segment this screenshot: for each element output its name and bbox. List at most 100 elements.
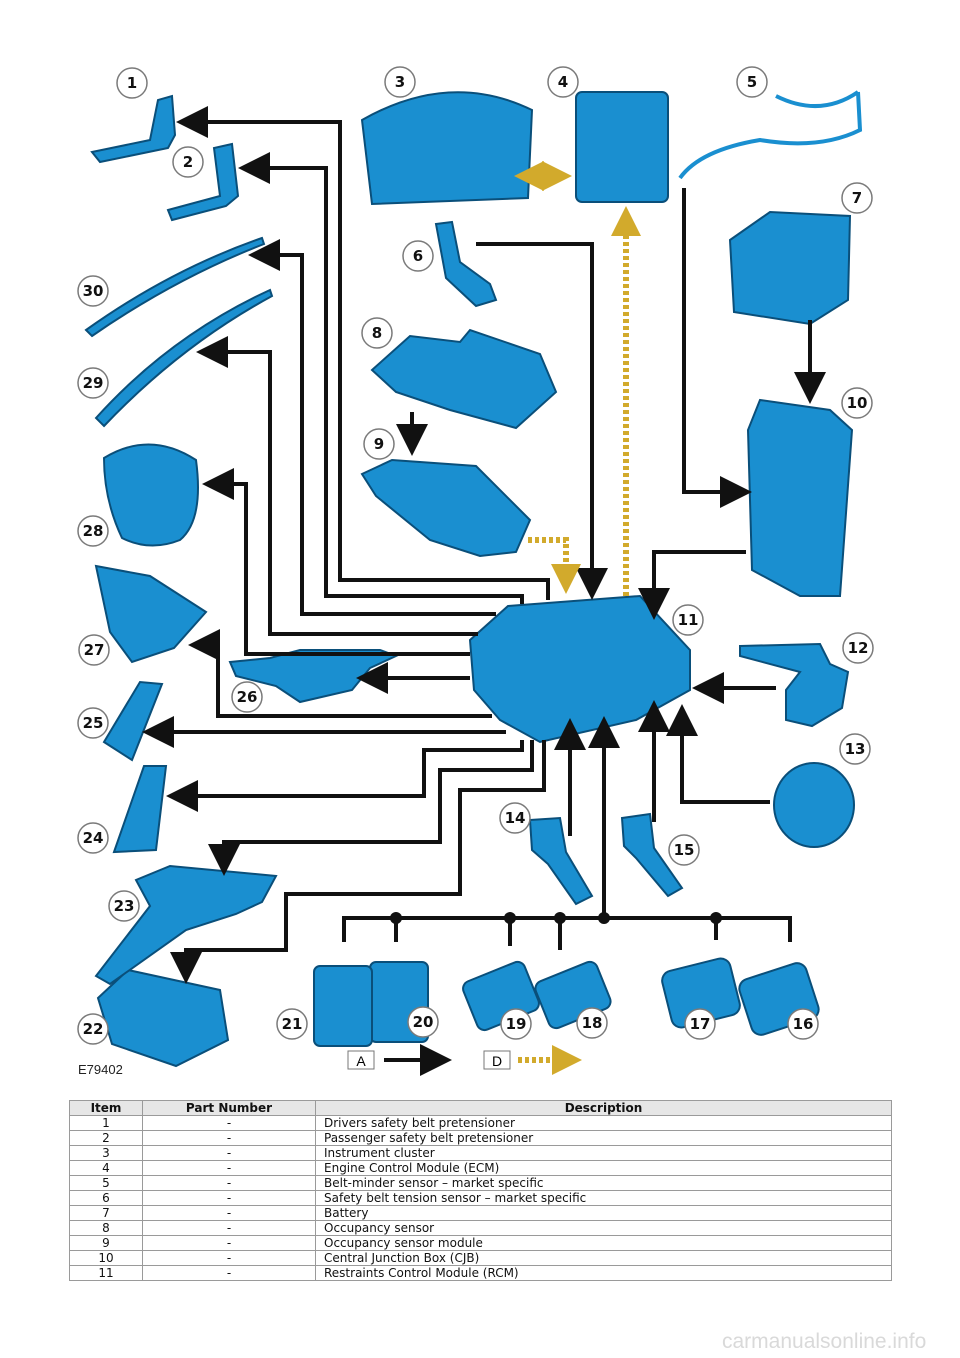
cell-part-number: -	[142, 1250, 316, 1266]
cell-part-number: -	[142, 1220, 316, 1236]
callout-20: 20	[407, 1006, 439, 1038]
callout-22: 22	[77, 1013, 109, 1045]
svg-text:15: 15	[674, 841, 695, 859]
cell-part-number: -	[142, 1115, 316, 1131]
belt-tension-sensor-illustration	[434, 220, 498, 308]
drivers-pretensioner-illustration	[90, 94, 177, 164]
svg-text:16: 16	[793, 1015, 814, 1033]
svg-text:17: 17	[690, 1015, 711, 1033]
cell-part-number: -	[142, 1190, 316, 1206]
wire-30	[248, 239, 496, 616]
table-row: 8-Occupancy sensor	[69, 1220, 892, 1236]
svg-text:28: 28	[83, 522, 104, 540]
wire-29	[196, 336, 478, 636]
callout-8: 8	[361, 317, 393, 349]
callout-2: 2	[172, 146, 204, 178]
callout-27: 27	[78, 634, 110, 666]
cell-description: Belt-minder sensor – market specific	[315, 1175, 892, 1191]
callout-14: 14	[499, 802, 531, 834]
svg-text:23: 23	[114, 897, 135, 915]
svg-text:8: 8	[372, 324, 382, 342]
svg-text:3: 3	[395, 73, 405, 91]
callout-18: 18	[576, 1007, 608, 1039]
junction-dot	[554, 912, 566, 924]
svg-text:9: 9	[374, 435, 384, 453]
svg-text:2: 2	[183, 153, 193, 171]
svg-text:7: 7	[852, 189, 862, 207]
header-description: Description	[315, 1100, 892, 1116]
component-24-illustration	[112, 765, 168, 854]
callout-3: 3	[384, 66, 416, 98]
callout-13: 13	[839, 733, 871, 765]
table-row: 7-Battery	[69, 1205, 892, 1221]
cell-item: 7	[69, 1205, 143, 1221]
component-15-illustration	[620, 812, 684, 898]
cell-description: Occupancy sensor	[315, 1220, 892, 1236]
cell-description: Occupancy sensor module	[315, 1235, 892, 1251]
svg-text:10: 10	[847, 394, 868, 412]
table-row: 1-Drivers safety belt pretensioner	[69, 1115, 892, 1131]
cell-description: Engine Control Module (ECM)	[315, 1160, 892, 1176]
svg-text:19: 19	[506, 1015, 527, 1033]
cell-part-number: -	[142, 1265, 316, 1281]
callout-15: 15	[668, 834, 700, 866]
svg-text:14: 14	[505, 809, 526, 827]
callout-29: 29	[77, 367, 109, 399]
legend-d-label: D	[492, 1053, 502, 1069]
cell-item: 8	[69, 1220, 143, 1236]
svg-text:6: 6	[413, 247, 423, 265]
figure-id: E79402	[78, 1062, 123, 1077]
wire-24	[166, 740, 524, 812]
table-header-row: Item Part Number Description	[69, 1100, 892, 1116]
component-13-illustration	[773, 762, 855, 848]
table-row: 4-Engine Control Module (ECM)	[69, 1160, 892, 1176]
cell-description: Restraints Control Module (RCM)	[315, 1265, 892, 1281]
cell-description: Passenger safety belt pretensioner	[315, 1130, 892, 1146]
watermark: carmanualsonline.info	[722, 1330, 927, 1353]
component-29-illustration	[94, 288, 274, 428]
callout-21: 21	[276, 1008, 308, 1040]
table-row: 3-Instrument cluster	[69, 1145, 892, 1161]
junction-dot	[710, 912, 722, 924]
wire-27	[188, 629, 492, 718]
sensor-bus-line	[342, 916, 792, 950]
rcm-illustration	[468, 594, 691, 744]
component-21-illustration	[313, 965, 373, 1047]
svg-text:5: 5	[747, 73, 757, 91]
table-row: 11-Restraints Control Module (RCM)	[69, 1265, 892, 1281]
wire-1	[176, 106, 550, 600]
cell-item: 5	[69, 1175, 143, 1191]
callout-28: 28	[77, 515, 109, 547]
cell-part-number: -	[142, 1175, 316, 1191]
wire-23	[208, 740, 534, 876]
cell-item: 11	[69, 1265, 143, 1281]
junction-dot	[504, 912, 516, 924]
cell-part-number: -	[142, 1235, 316, 1251]
wire-6	[476, 242, 608, 600]
svg-text:24: 24	[83, 829, 104, 847]
callout-5: 5	[736, 66, 768, 98]
header-item: Item	[69, 1100, 143, 1116]
cell-part-number: -	[142, 1130, 316, 1146]
callout-7: 7	[841, 182, 873, 214]
callout-10: 10	[841, 387, 873, 419]
callout-1: 1	[116, 67, 148, 99]
cjb-illustration	[746, 398, 854, 597]
junction-dot	[598, 912, 610, 924]
callout-4: 4	[547, 66, 579, 98]
wire-28	[202, 468, 470, 656]
cell-part-number: -	[142, 1160, 316, 1176]
svg-text:1: 1	[127, 74, 137, 92]
legend-a-label: A	[356, 1053, 366, 1069]
cell-description: Drivers safety belt pretensioner	[315, 1115, 892, 1131]
component-28-illustration	[102, 443, 199, 547]
callout-17: 17	[684, 1008, 716, 1040]
table-row: 2-Passenger safety belt pretensioner	[69, 1130, 892, 1146]
callout-9: 9	[363, 428, 395, 460]
table-row: 9-Occupancy sensor module	[69, 1235, 892, 1251]
svg-text:18: 18	[582, 1014, 603, 1032]
table-row: 5-Belt-minder sensor – market specific	[69, 1175, 892, 1191]
legend-a-box	[347, 1050, 375, 1070]
callout-26: 26	[231, 681, 263, 713]
battery-illustration	[728, 210, 852, 326]
